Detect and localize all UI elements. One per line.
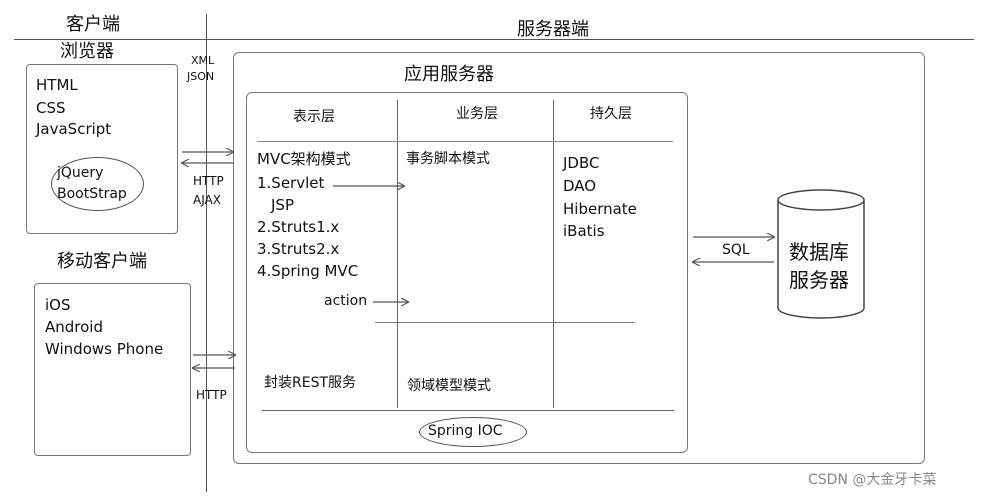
server-title: 服务器端 <box>517 19 589 40</box>
rest-service-label: 封装REST服务 <box>264 375 357 391</box>
persistence-item-dao: DAO <box>563 177 597 195</box>
watermark: CSDN @大金牙卡菜 <box>808 472 937 488</box>
mobile-item-windows-phone: Windows Phone <box>45 340 164 358</box>
persistence-item-ibatis: iBatis <box>563 222 605 240</box>
spring-ioc-label: Spring IOC <box>428 423 503 439</box>
lib-jquery: jQuery <box>57 165 104 181</box>
transaction-script-label: 事务脚本模式 <box>406 151 490 167</box>
layer-title-persistence: 持久层 <box>590 106 632 122</box>
layer-title-business: 业务层 <box>456 106 498 122</box>
persistence-item-hibernate: Hibernate <box>563 200 637 218</box>
domain-model-label: 领域模型模式 <box>407 378 491 394</box>
protocol-ajax: AJAX <box>193 193 221 207</box>
spring-ioc-ellipse <box>419 417 527 447</box>
layer-header-divider <box>257 141 673 142</box>
protocol-http: HTTP <box>193 174 224 188</box>
presentation-item-jsp: JSP <box>271 196 294 214</box>
protocol-xml: XML <box>191 54 215 67</box>
protocol-sql: SQL <box>722 242 750 258</box>
mvc-title: MVC架构模式 <box>257 150 351 168</box>
presentation-item-springmvc: 4.Spring MVC <box>257 262 359 280</box>
presentation-item-struts2: 3.Struts2.x <box>257 240 340 258</box>
presentation-item-servlet: 1.Servlet <box>257 174 325 192</box>
action-label: action <box>324 293 368 309</box>
mobile-item-android: Android <box>45 318 103 336</box>
client-title: 客户端 <box>66 14 120 35</box>
browser-title: 浏览器 <box>60 41 114 62</box>
protocol-http-mobile: HTTP <box>196 388 227 402</box>
protocol-json: JSON <box>187 70 215 83</box>
database-cylinder-icon <box>777 189 865 319</box>
database-label-line2: 服务器 <box>789 268 849 292</box>
client-server-divider <box>206 14 207 492</box>
mobile-title: 移动客户端 <box>57 251 147 272</box>
presentation-item-struts1: 2.Struts1.x <box>257 218 340 236</box>
layer-title-presentation: 表示层 <box>293 109 335 125</box>
browser-item-javascript: JavaScript <box>36 120 112 138</box>
rest-divider <box>375 322 635 323</box>
mobile-item-ios: iOS <box>45 296 71 314</box>
app-server-box <box>246 92 688 453</box>
persistence-item-jdbc: JDBC <box>563 154 600 172</box>
layer-divider-2 <box>553 100 554 408</box>
layer-divider-1 <box>397 100 398 408</box>
mobile-box <box>34 283 191 456</box>
app-server-title: 应用服务器 <box>404 64 494 85</box>
top-divider <box>14 39 974 40</box>
jquery-bootstrap-ellipse <box>51 157 144 211</box>
ioc-divider <box>262 410 674 411</box>
lib-bootstrap: BootStrap <box>57 186 127 202</box>
browser-item-html: HTML <box>36 76 78 94</box>
browser-item-css: CSS <box>36 99 66 117</box>
database-label-line1: 数据库 <box>789 240 849 264</box>
